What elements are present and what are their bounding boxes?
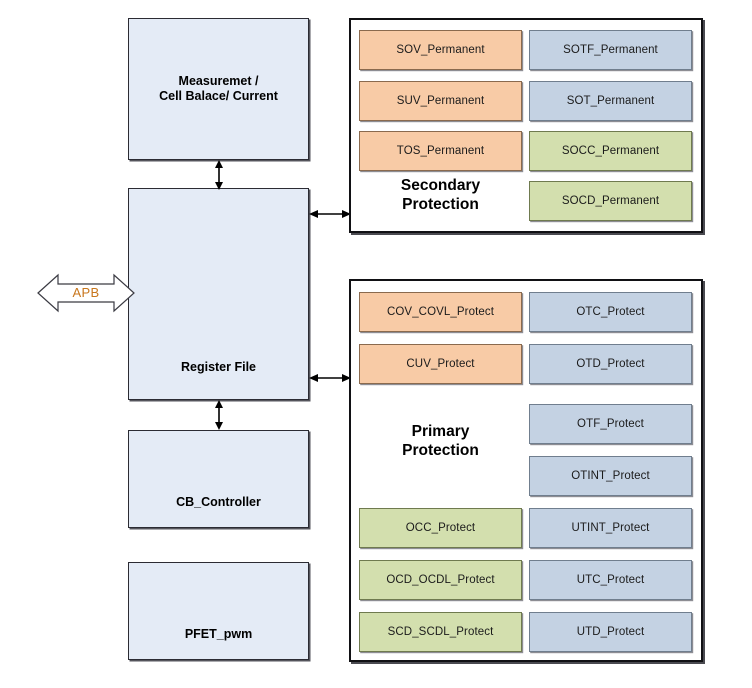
- primary-protection-title: Primary Protection: [402, 423, 479, 459]
- protection-item-occ-protect[interactable]: OCC_Protect: [359, 508, 522, 548]
- protection-item-label: OCD_OCDL_Protect: [386, 574, 495, 586]
- protection-item-utc-protect[interactable]: UTC_Protect: [529, 560, 692, 600]
- connector-measurement-to-register: [210, 160, 228, 190]
- protection-item-ocd-ocdl-protect[interactable]: OCD_OCDL_Protect: [359, 560, 522, 600]
- secondary-protection-title: Secondary Protection: [400, 177, 481, 213]
- block-pfet-pwm-label: PFET_pwm: [184, 627, 253, 641]
- protection-item-label: OTD_Protect: [576, 358, 645, 370]
- protection-item-sot-permanent[interactable]: SOT_Permanent: [529, 81, 692, 121]
- block-cb-controller-label: CB_Controller: [176, 495, 261, 509]
- protection-item-otint-protect[interactable]: OTINT_Protect: [529, 456, 692, 496]
- protection-item-cuv-protect[interactable]: CUV_Protect: [359, 344, 522, 384]
- protection-item-utint-protect[interactable]: UTINT_Protect: [529, 508, 692, 548]
- apb-bus-label: APB: [72, 285, 100, 300]
- protection-item-socd-permanent[interactable]: SOCD_Permanent: [529, 181, 692, 221]
- protection-item-label: UTINT_Protect: [571, 522, 650, 534]
- block-measurement-label: Measuremet / Cell Balace/ Current: [159, 74, 278, 103]
- block-register-file[interactable]: Register File: [128, 188, 309, 400]
- connector-register-to-cb-controller: [210, 400, 228, 430]
- block-measurement[interactable]: Measuremet / Cell Balace/ Current: [128, 18, 309, 160]
- protection-item-sov-permanent[interactable]: SOV_Permanent: [359, 30, 522, 70]
- apb-bus-arrow-icon: [36, 272, 136, 314]
- protection-item-utd-protect[interactable]: UTD_Protect: [529, 612, 692, 652]
- protection-item-otd-protect[interactable]: OTD_Protect: [529, 344, 692, 384]
- protection-item-socc-permanent[interactable]: SOCC_Permanent: [529, 131, 692, 171]
- protection-item-label: OTF_Protect: [577, 418, 644, 430]
- protection-item-label: TOS_Permanent: [396, 145, 485, 157]
- protection-item-suv-permanent[interactable]: SUV_Permanent: [359, 81, 522, 121]
- protection-item-label: OTINT_Protect: [571, 470, 650, 482]
- protection-item-cov-covl-protect[interactable]: COV_COVL_Protect: [359, 292, 522, 332]
- protection-item-label: SOTF_Permanent: [563, 44, 658, 56]
- protection-item-label: SOCD_Permanent: [561, 195, 660, 207]
- protection-item-label: SOCC_Permanent: [561, 145, 660, 157]
- protection-item-label: SOT_Permanent: [566, 95, 655, 107]
- connector-register-to-primary-protection: [309, 369, 351, 387]
- protection-item-otf-protect[interactable]: OTF_Protect: [529, 404, 692, 444]
- protection-item-sotf-permanent[interactable]: SOTF_Permanent: [529, 30, 692, 70]
- protection-item-otc-protect[interactable]: OTC_Protect: [529, 292, 692, 332]
- block-cb-controller[interactable]: CB_Controller: [128, 430, 309, 528]
- protection-item-label: UTD_Protect: [576, 626, 645, 638]
- protection-item-label: OTC_Protect: [576, 306, 645, 318]
- protection-item-label: SOV_Permanent: [396, 44, 485, 56]
- protection-item-label: SCD_SCDL_Protect: [387, 626, 494, 638]
- block-register-file-label: Register File: [180, 360, 257, 374]
- protection-item-label: CUV_Protect: [406, 358, 475, 370]
- protection-item-scd-scdl-protect[interactable]: SCD_SCDL_Protect: [359, 612, 522, 652]
- protection-item-label: UTC_Protect: [576, 574, 645, 586]
- connector-register-to-secondary-protection: [309, 205, 351, 223]
- protection-item-label: SUV_Permanent: [396, 95, 485, 107]
- block-pfet-pwm[interactable]: PFET_pwm: [128, 562, 309, 660]
- protection-item-label: OCC_Protect: [405, 522, 476, 534]
- protection-item-label: COV_COVL_Protect: [386, 306, 495, 318]
- protection-item-tos-permanent[interactable]: TOS_Permanent: [359, 131, 522, 171]
